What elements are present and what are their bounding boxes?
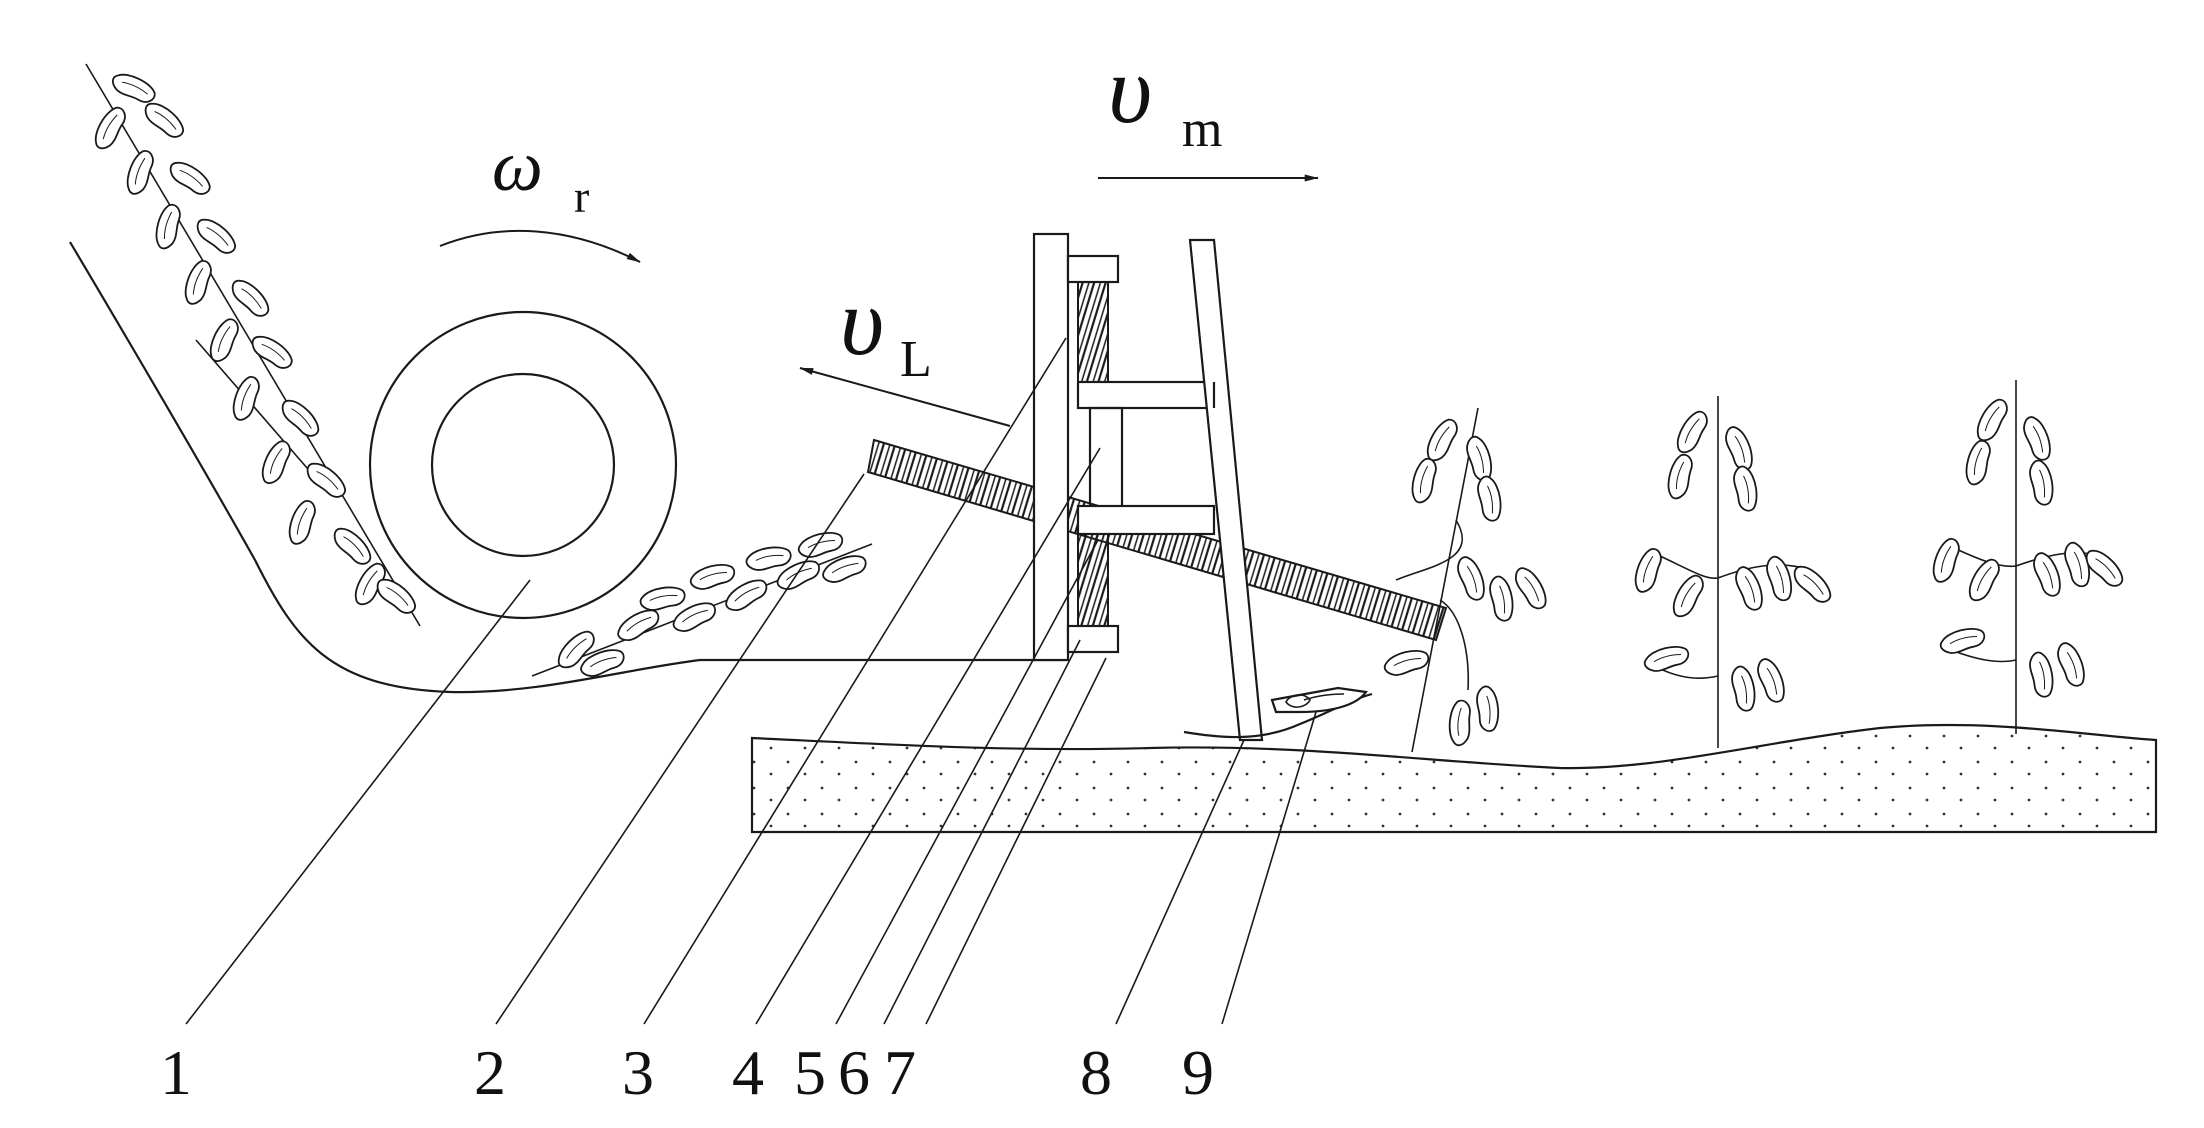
callout-5: 5 xyxy=(794,1037,826,1108)
leader-lines xyxy=(185,337,1317,1025)
roller-speed-symbol: ω r xyxy=(492,126,589,222)
callout-7: 7 xyxy=(884,1037,916,1108)
plant-standing-right xyxy=(1927,380,2129,734)
spring-frame xyxy=(1032,232,1264,742)
callout-4: 4 xyxy=(732,1037,764,1108)
callout-6: 6 xyxy=(838,1037,870,1108)
plant-on-chute xyxy=(85,63,421,627)
callout-labels: 1 2 3 4 5 6 7 8 9 xyxy=(160,1037,1214,1108)
belt-speed-symbol: υ L xyxy=(840,268,932,388)
cutter-assembly xyxy=(1183,686,1373,739)
plant-standing-leaning xyxy=(1381,407,1553,753)
machine-speed-symbol: υ m xyxy=(1108,36,1222,158)
plant-on-belt xyxy=(531,527,873,681)
omega-r-sub: r xyxy=(574,171,589,222)
conveyor-belt xyxy=(866,438,1448,642)
upsilon-m-sub: m xyxy=(1182,101,1222,158)
callout-2: 2 xyxy=(474,1037,506,1108)
callout-8: 8 xyxy=(1080,1037,1112,1108)
omega-r-base: ω xyxy=(492,126,543,206)
callout-1: 1 xyxy=(160,1037,192,1108)
plant-standing-middle xyxy=(1629,396,1837,748)
guide-chute xyxy=(69,241,1066,694)
upsilon-m-base: υ xyxy=(1108,36,1152,143)
upsilon-l-base: υ xyxy=(840,268,884,375)
upsilon-l-sub: L xyxy=(900,331,932,388)
velocity-arrows xyxy=(799,174,1319,427)
upper-spring xyxy=(1077,281,1109,383)
callout-3: 3 xyxy=(622,1037,654,1108)
roller-rotation-arrow xyxy=(439,229,641,263)
picking-roller xyxy=(368,310,678,620)
callout-9: 9 xyxy=(1182,1037,1214,1108)
soil-ground xyxy=(750,723,2158,834)
